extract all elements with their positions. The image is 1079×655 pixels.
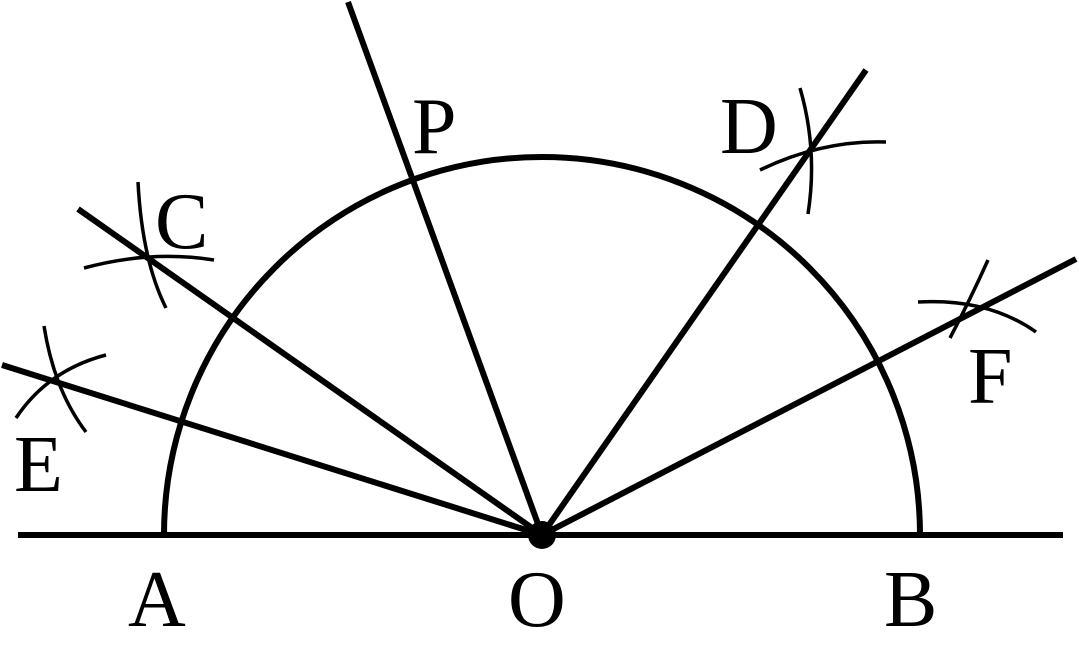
- construction-arc-C-2: [136, 181, 168, 309]
- construction-arc-E-2: [42, 325, 88, 434]
- ray-OC: [76, 206, 544, 538]
- label-O: O: [508, 556, 566, 644]
- label-F: F: [968, 333, 1013, 421]
- construction-arc-E-1: [14, 353, 107, 419]
- center-point-O: [528, 521, 556, 549]
- label-P: P: [412, 83, 457, 171]
- ray-OF: [540, 256, 1078, 538]
- construction-arc-F-1: [917, 299, 1038, 334]
- label-B: B: [884, 556, 937, 644]
- construction-arc-F-2: [948, 259, 990, 339]
- construction-arc-D-1: [759, 140, 887, 172]
- semicircle-arc: [161, 154, 923, 536]
- label-C: C: [155, 178, 208, 266]
- label-D: D: [720, 83, 778, 171]
- label-E: E: [14, 421, 63, 509]
- construction-arc-D-2: [798, 87, 814, 215]
- ray-OE: [1, 362, 543, 538]
- ray-OP: [345, 0, 545, 537]
- label-A: A: [128, 556, 186, 644]
- ray-OD: [539, 68, 869, 537]
